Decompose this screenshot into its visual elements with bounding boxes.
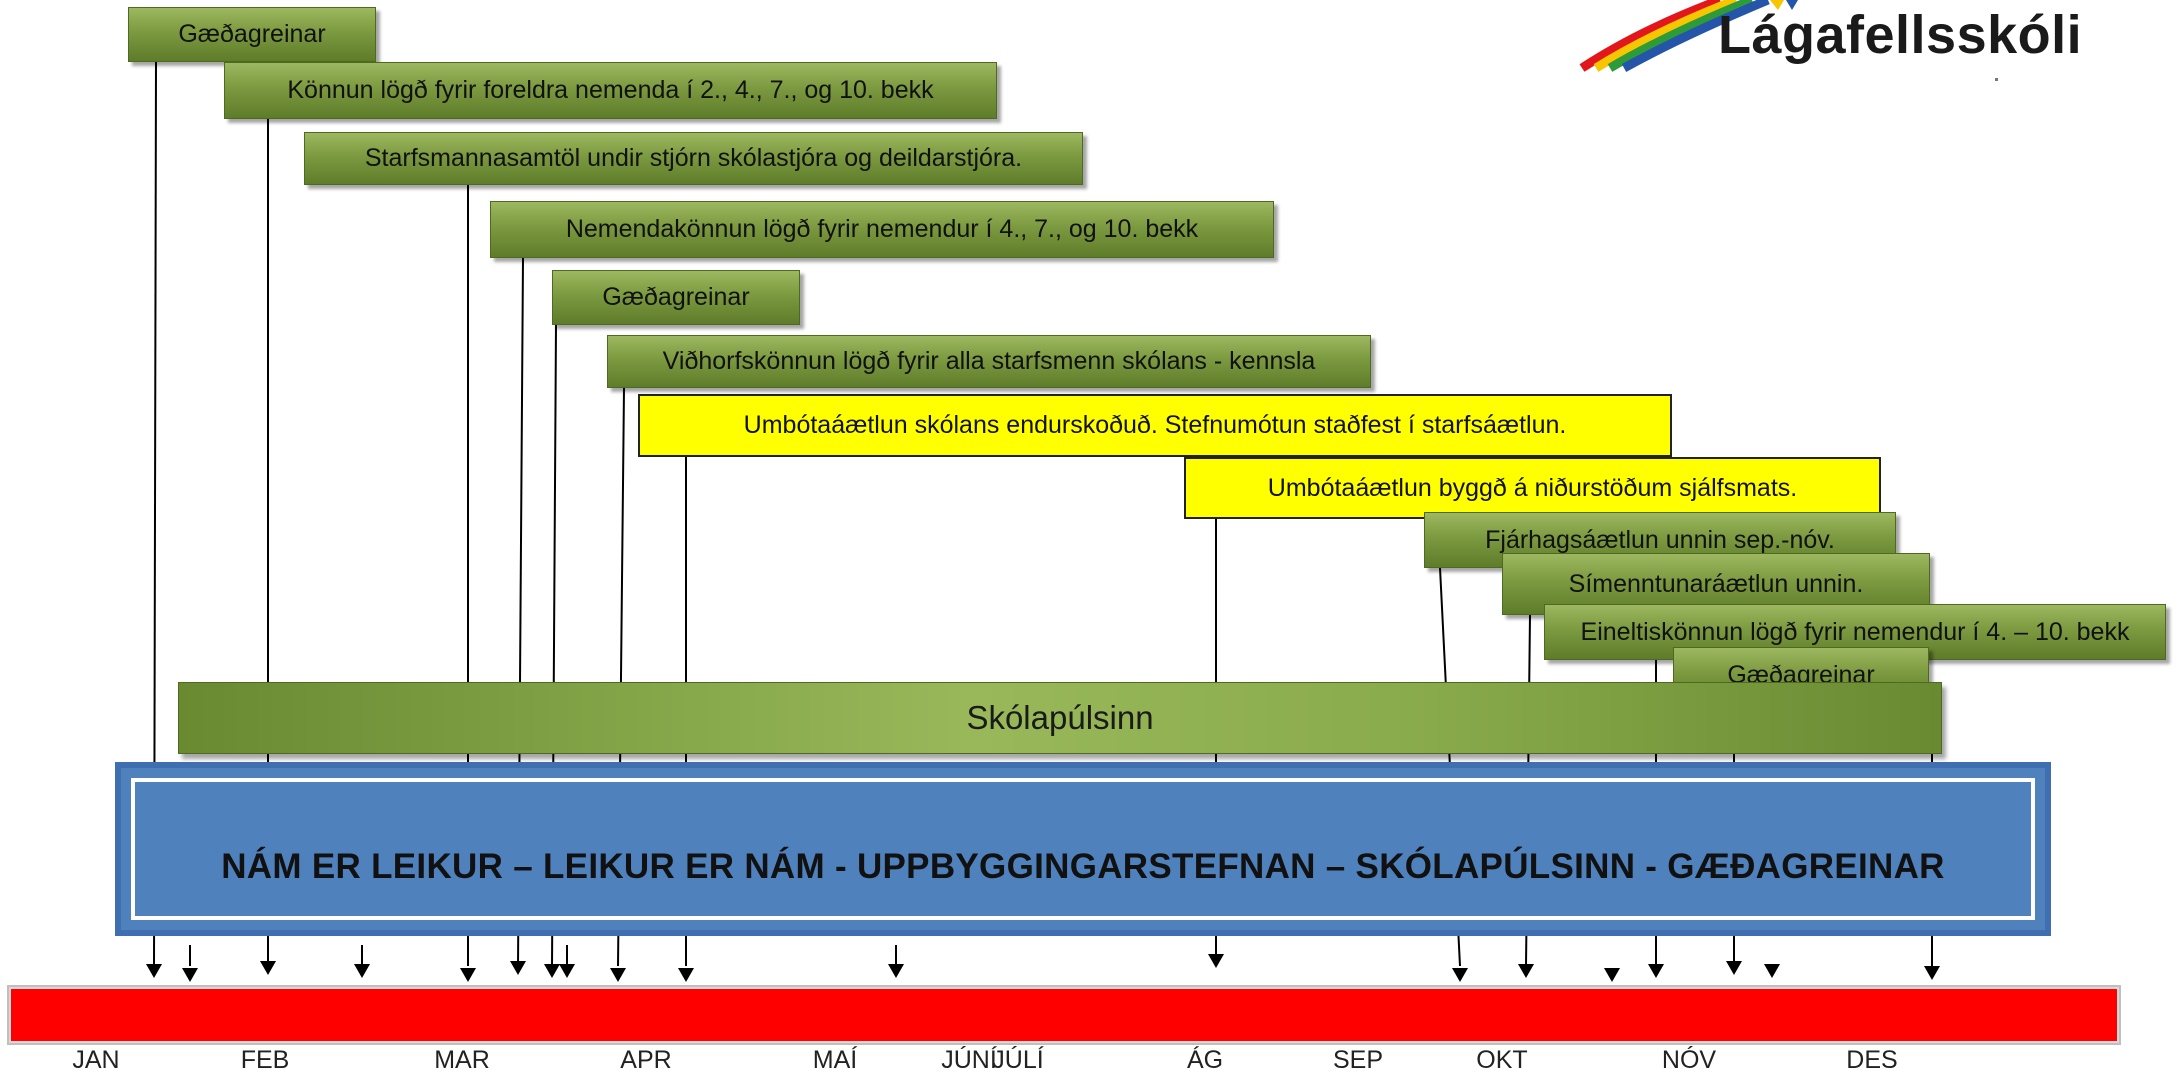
event-box: Viðhorfskönnun lögð fyrir alla starfsmen… <box>607 335 1371 388</box>
arrowhead <box>610 968 626 982</box>
arrowhead <box>1726 961 1742 975</box>
logo-rainbow-icon <box>1579 0 1798 72</box>
arrowhead <box>354 964 370 978</box>
month-label: DES <box>1846 1046 1898 1074</box>
event-box: Nemendakönnun lögð fyrir nemendur í 4., … <box>490 201 1274 258</box>
arrowhead <box>1518 964 1534 978</box>
month-label: SEP <box>1332 1046 1384 1074</box>
arrowhead <box>559 964 575 978</box>
month-label: ÁG <box>1186 1046 1224 1074</box>
month-label: OKT <box>1476 1046 1528 1074</box>
event-box: Gæðagreinar <box>128 7 376 62</box>
month-label: APR <box>620 1046 672 1074</box>
banner-inner-border <box>131 778 2035 920</box>
month-label: MAR <box>434 1046 490 1074</box>
timeline-bar <box>9 987 2119 1043</box>
event-box: Starfsmannasamtöl undir stjórn skólastjó… <box>304 132 1083 185</box>
arrowhead <box>678 968 694 982</box>
arrowhead <box>1208 954 1224 968</box>
motto-banner: NÁM ER LEIKUR – LEIKUR ER NÁM - UPPBYGGI… <box>115 762 2051 936</box>
month-label: FEB <box>240 1046 290 1074</box>
arrowhead <box>888 964 904 978</box>
logo-dot <box>1995 78 1998 81</box>
skolapulsinn-bar: Skólapúlsinn <box>178 682 1942 754</box>
arrowhead <box>1764 964 1780 978</box>
arrowhead <box>260 961 276 975</box>
banner-text: NÁM ER LEIKUR – LEIKUR ER NÁM - UPPBYGGI… <box>221 847 1945 886</box>
month-label: JÚLÍ <box>992 1046 1044 1074</box>
arrowhead <box>510 961 526 975</box>
logo-name: Lágafellsskóli <box>1718 5 2083 65</box>
arrowhead <box>1924 966 1940 980</box>
month-label: JÚNÍ <box>941 1046 997 1074</box>
arrowhead <box>460 968 476 982</box>
event-box: Eineltiskönnun lögð fyrir nemendur í 4. … <box>1544 604 2166 660</box>
event-box-highlight: Umbótaáætlun byggð á niðurstöðum sjálfsm… <box>1184 457 1881 519</box>
arrowhead <box>146 964 162 978</box>
month-label: JAN <box>72 1046 120 1074</box>
arrowhead <box>1648 964 1664 978</box>
arrowhead <box>1604 968 1620 982</box>
month-label: MAÍ <box>812 1046 858 1074</box>
event-box-highlight: Umbótaáætlun skólans endurskoðuð. Stefnu… <box>638 394 1672 457</box>
arrowhead <box>544 964 560 978</box>
month-label: NÓV <box>1661 1046 1717 1074</box>
event-box: Gæðagreinar <box>552 270 800 325</box>
arrowhead <box>182 968 198 982</box>
arrowhead <box>1452 968 1468 982</box>
event-box: Könnun lögð fyrir foreldra nemenda í 2.,… <box>224 62 997 119</box>
